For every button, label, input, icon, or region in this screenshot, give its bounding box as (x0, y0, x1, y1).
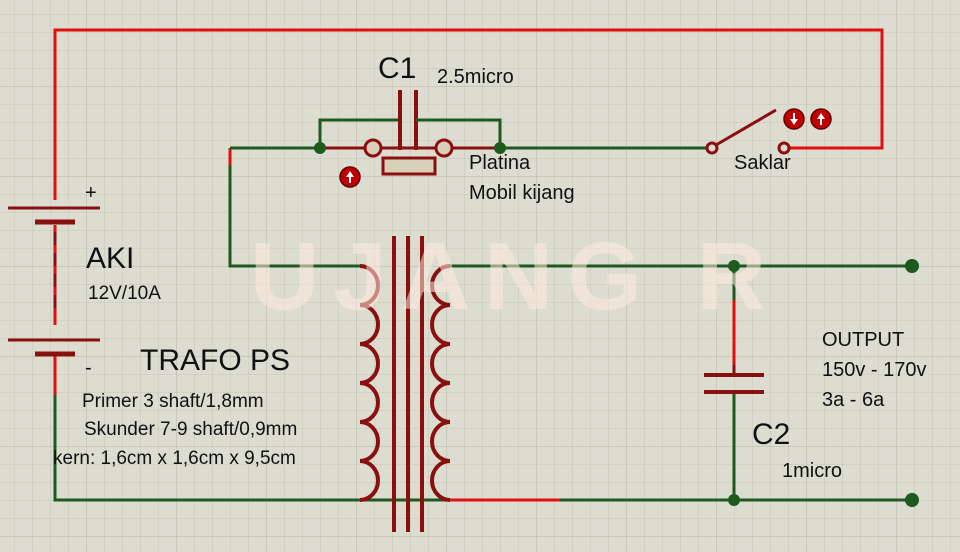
output-current-label: 3a - 6a (822, 389, 885, 411)
platina-contact-symbol (320, 138, 500, 176)
capacitor-c2-symbol (704, 365, 764, 394)
output-terminal-top[interactable] (905, 259, 919, 273)
trafo-skunder-label: Skunder 7-9 shaft/0,9mm (84, 419, 298, 440)
wire-circuit (53, 118, 912, 502)
battery-aki-symbol (8, 206, 100, 357)
transformer-trafo-symbol (359, 236, 451, 532)
c1-name-label: C1 (378, 52, 417, 85)
trafo-primer-label: Primer 3 shaft/1,8mm (82, 391, 264, 412)
output-voltage-label: 150v - 170v (822, 359, 927, 381)
battery-name-label: AKI (86, 242, 135, 275)
trafo-name-label: TRAFO PS (140, 344, 291, 377)
junction-dots (314, 142, 740, 506)
trafo-kern-label: kern: 1,6cm x 1,6cm x 9,5cm (53, 448, 296, 469)
c2-value-label: 1micro (782, 460, 843, 482)
platina-label: Platina (469, 152, 531, 174)
output-title-label: OUTPUT (822, 329, 905, 351)
output-terminals[interactable] (905, 259, 919, 507)
c1-value-label: 2.5micro (437, 66, 514, 88)
output-terminal-bottom[interactable] (905, 493, 919, 507)
capacitor-c1-symbol (392, 90, 425, 150)
switch-saklar-symbol[interactable] (705, 108, 791, 155)
c2-name-label: C2 (752, 418, 791, 451)
saklar-label: Saklar (734, 152, 791, 174)
battery-minus-label: - (85, 357, 92, 379)
probe-icon-platina[interactable] (339, 166, 361, 188)
platina-note-label: Mobil kijang (469, 182, 575, 204)
battery-rating-label: 12V/10A (88, 283, 161, 304)
probe-down-icon-saklar[interactable] (783, 108, 805, 130)
battery-plus-label: + (85, 182, 97, 204)
watermark: UJANG R (250, 223, 781, 330)
probe-up-icon-saklar[interactable] (810, 108, 832, 130)
